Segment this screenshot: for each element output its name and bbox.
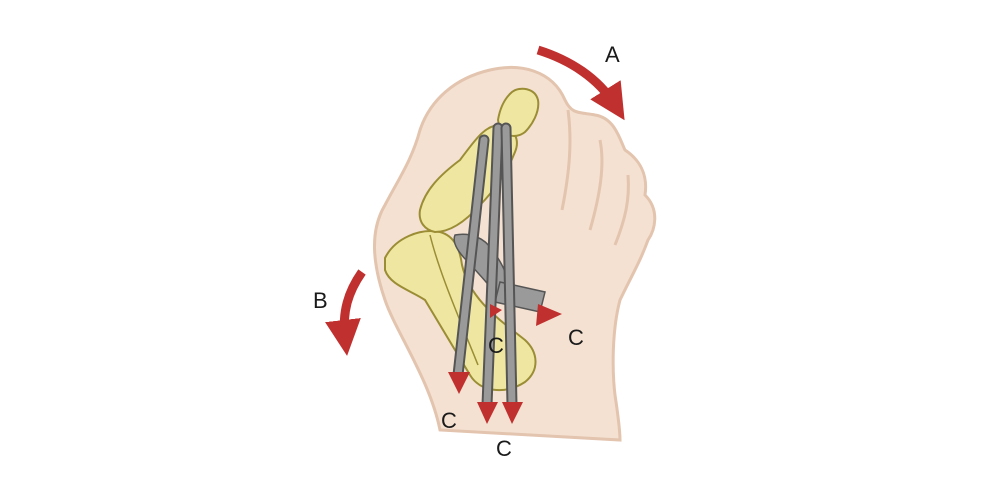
arrow-b bbox=[344, 272, 362, 338]
label-a: A bbox=[605, 42, 620, 67]
label-c-right: C bbox=[568, 325, 584, 350]
label-c-left: C bbox=[441, 408, 457, 433]
label-b: B bbox=[313, 288, 328, 313]
label-c-mid-inner: C bbox=[488, 333, 504, 358]
label-c-bottom: C bbox=[496, 436, 512, 461]
